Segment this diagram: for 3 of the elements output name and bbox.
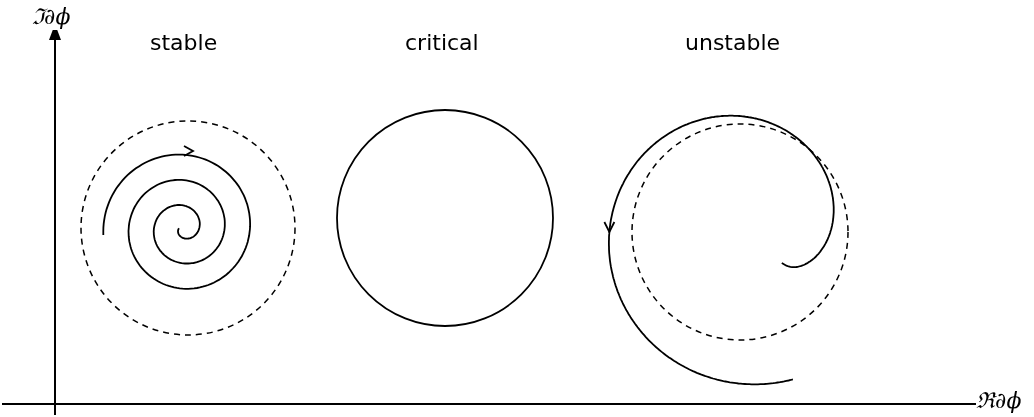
- panel-title: critical: [405, 30, 479, 55]
- panel-title: unstable: [685, 30, 781, 55]
- panel-title: stable: [150, 30, 218, 55]
